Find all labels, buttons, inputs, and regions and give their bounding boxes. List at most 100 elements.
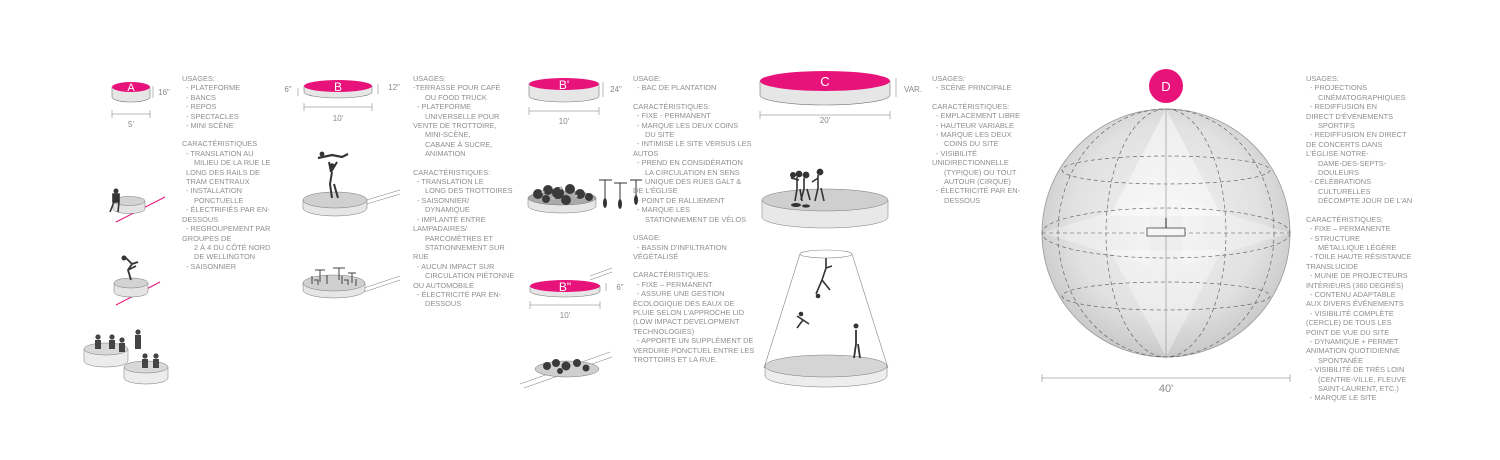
- text-line: - MUNIE DE PROJECTEURS: [1310, 271, 1408, 281]
- module-a-description: USAGES:- PLATEFORME- BANCS- REPOS- SPECT…: [182, 74, 270, 271]
- text-line: - REDIFFUSION EN: [1310, 102, 1377, 112]
- text-line: SPONTANÉE: [1318, 355, 1364, 365]
- text-line: PONCTUELLE: [194, 195, 244, 205]
- text-line: TRAM CENTRAUX: [186, 177, 250, 187]
- module-a-diagram: A 16" 5': [111, 82, 170, 129]
- text-line: STATIONNEMENT SUR: [425, 242, 505, 252]
- module-a-letter: A: [127, 82, 135, 94]
- text-line: - SPECTACLES: [186, 111, 239, 121]
- text-line: OU FOOD TRUCK: [425, 92, 487, 102]
- text-line: POINT DE VUE DU SITE: [1306, 327, 1390, 337]
- text-line: AUTOS: [633, 148, 659, 158]
- text-line: LAMPADAIRES/: [413, 224, 468, 234]
- text-line: MÉTALLIQUE LÉGÈRE: [1318, 242, 1397, 252]
- module-d-width: 40': [1159, 383, 1173, 395]
- text-line: LONG DES RAILS DE: [186, 167, 260, 177]
- text-line: TECHNOLOGIES): [633, 326, 695, 336]
- text-line: UNIVERSELLE POUR: [425, 111, 500, 121]
- module-c-top: [760, 71, 890, 91]
- text-line: CIRCULATION PIÉTONNE: [425, 271, 515, 281]
- text-line: 2 À 4 DU CÔTÉ NORD: [194, 242, 271, 252]
- text-line: - TOILE HAUTE RÉSISTANCE: [1310, 252, 1412, 262]
- text-line: - PREND EN CONSIDÉRATION: [637, 158, 743, 168]
- module-b-diagram: B 6" 12" 10': [284, 80, 400, 123]
- text-line: - REDIFFUSION EN DIRECT: [1310, 130, 1407, 140]
- spacer: [633, 224, 754, 233]
- text-line: DE CONCERTS DANS: [1306, 139, 1383, 149]
- text-line: - MARQUE LE SITE: [1310, 393, 1377, 403]
- spacer: [1306, 206, 1412, 215]
- text-line: - IMPLANTÉ ENTRE: [417, 214, 486, 224]
- text-line: - PLATEFORME: [417, 102, 472, 112]
- module-c-letter: C: [820, 74, 829, 89]
- module-d-diagram: D 40': [1041, 69, 1291, 395]
- text-line: DÉCOMPTE JOUR DE L'AN: [1318, 196, 1413, 206]
- text-line: MILIEU DE LA RUE LE: [194, 158, 271, 168]
- text-line: TRANSLUCIDE: [1306, 261, 1359, 271]
- text-line: RUE: [413, 252, 429, 262]
- text-line: USAGES:: [932, 74, 965, 83]
- text-line: AUTOUR (CIRQUE): [944, 177, 1011, 187]
- spacer: [182, 130, 270, 139]
- text-line: USAGE:: [633, 233, 661, 243]
- text-line: - STRUCTURE: [1310, 233, 1361, 243]
- module-b2-height: 6": [616, 283, 623, 292]
- text-line: CARACTÉRISTIQUES:: [932, 101, 1010, 111]
- text-line: CABANE À SUCRE,: [425, 139, 493, 149]
- text-line: - REGROUPEMENT PAR: [186, 224, 271, 234]
- text-line: (TYPIQUE) OU TOUT: [944, 167, 1017, 177]
- module-a-illustration-acrobat: [113, 255, 161, 306]
- text-line: DYNAMIQUE: [425, 205, 470, 215]
- module-b-illustration-acrobats: [302, 151, 401, 217]
- text-line: - MINI SCÈNE: [186, 121, 234, 131]
- module-b-height-left: 6": [284, 85, 291, 94]
- text-line: (CENTRE-VILLE, FLEUVE: [1318, 374, 1407, 384]
- text-line: CULTURELLES: [1318, 186, 1371, 196]
- module-a-illustration-group: [83, 329, 169, 385]
- text-line: VÉGÉTALISÉ: [633, 251, 679, 261]
- text-line: COINS DU SITE: [944, 139, 999, 149]
- module-c-width: 20': [820, 116, 831, 125]
- module-b1-letter: B': [559, 78, 569, 92]
- text-line: UNIQUE DES RUES GALT &: [645, 177, 742, 187]
- text-line: CARACTÉRISTIQUES:: [1306, 214, 1384, 224]
- text-line: - MARQUE LES: [637, 205, 690, 215]
- text-line: - INSTALLATION: [186, 186, 242, 196]
- text-line: DESSOUS: [182, 214, 219, 224]
- text-line: - BANCS: [186, 92, 216, 102]
- text-line: SPORTIFS: [1318, 121, 1355, 131]
- text-line: -TERRASSE POUR CAFÉ: [413, 83, 501, 93]
- text-line: DOULEURS: [1318, 168, 1360, 178]
- text-line: DE L'ÉGLISE: [633, 186, 678, 196]
- module-b2-letter: B": [559, 280, 571, 294]
- spacer: [932, 93, 1020, 102]
- text-line: - SAISONNIER/: [417, 195, 470, 205]
- text-line: - VISIBILITÉ DE TRÈS LOIN: [1310, 365, 1405, 375]
- text-line: USAGES:: [1306, 74, 1339, 83]
- text-line: - MARQUE LES DEUX COINS: [637, 120, 739, 130]
- text-line: ÉCOLOGIQUE DES EAUX DE: [633, 298, 735, 308]
- text-line: - SAISONNIER: [186, 261, 237, 271]
- text-line: - REPOS: [186, 102, 217, 112]
- text-line: PLUIE SELON L'APPROCHE LID: [633, 307, 745, 317]
- module-b-height-right: 12": [388, 83, 400, 92]
- module-b-letter: B: [334, 80, 342, 94]
- text-line: - ÉLECTRICITÉ PAR EN-: [936, 186, 1021, 196]
- module-b1-width: 10': [559, 117, 570, 126]
- text-line: L'ÉGLISE NOTRE-: [1306, 149, 1369, 159]
- text-line: - TRANSLATION AU: [186, 148, 254, 158]
- text-line: USAGE:: [633, 74, 661, 83]
- module-b-width: 10': [333, 114, 344, 123]
- module-a-width: 5': [128, 120, 134, 129]
- module-a-illustration-sitting: [109, 188, 166, 223]
- text-line: PARCOMÈTRES ET: [425, 233, 494, 243]
- text-line: USAGES:: [413, 74, 446, 83]
- module-a-height: 16": [158, 88, 170, 97]
- text-line: - HAUTEUR VARIABLE: [936, 120, 1014, 130]
- module-b2-diagram: B" 6" 10': [529, 267, 624, 320]
